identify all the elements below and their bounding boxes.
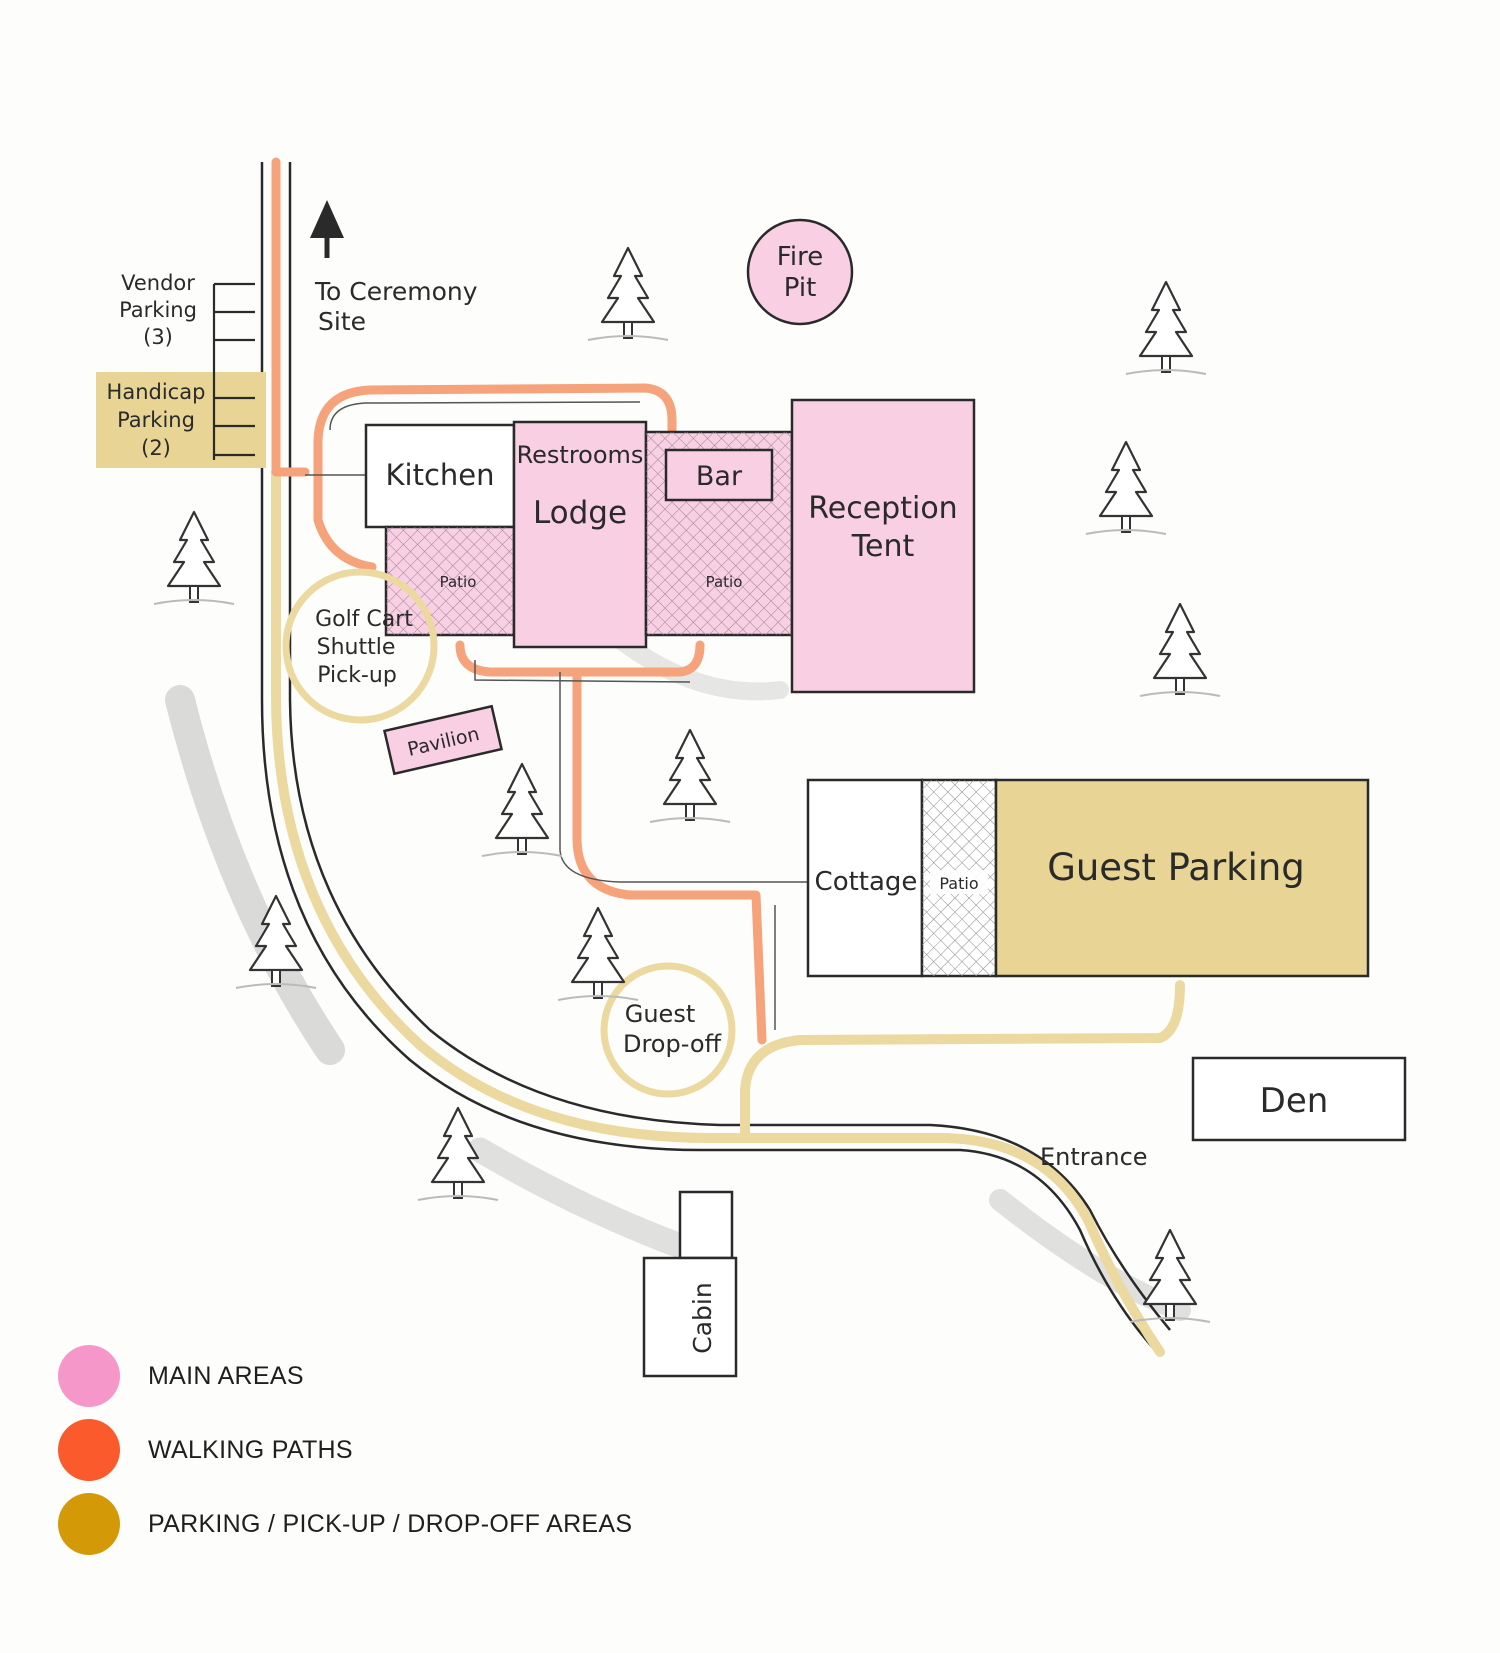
pine-tree-icon [1084, 440, 1168, 536]
guest-dropoff-label-2: Drop-off [623, 1030, 722, 1058]
entrance-label: Entrance [1040, 1143, 1148, 1171]
walkway-outlines [305, 401, 808, 1030]
pine-tree-icon [1124, 280, 1208, 376]
pine-tree-icon [152, 510, 236, 606]
cabin: Cabin [642, 1190, 738, 1378]
road-path [271, 467, 1185, 1357]
walking-paths [271, 157, 767, 1045]
lodge: Restrooms Lodge [512, 420, 648, 649]
golf-cart-label-2: Shuttle [317, 635, 396, 660]
fire-pit-label-2: Pit [784, 273, 817, 303]
guest-dropoff-label: Guest [625, 1000, 696, 1028]
bar: Bar [664, 448, 774, 502]
lodge-label: Lodge [533, 495, 627, 531]
arrow-up-icon [310, 200, 344, 258]
vendor-parking-area: Vendor Parking (3) [119, 271, 255, 372]
golf-cart-pickup: Golf Cart Shuttle Pick-up [282, 568, 438, 724]
guest-parking-label: Guest Parking [1047, 846, 1305, 889]
handicap-parking-count: (2) [141, 436, 171, 460]
kitchen: Kitchen [364, 423, 516, 529]
den: Den [1191, 1056, 1407, 1142]
golf-cart-label-3: Pick-up [317, 663, 397, 688]
reception-tent: Reception Tent [790, 398, 976, 694]
fire-pit: Fire Pit [746, 218, 854, 326]
vendor-parking-count: (3) [143, 325, 173, 349]
cottage-label: Cottage [815, 867, 918, 897]
pavilion: Pavilion [382, 704, 504, 776]
handicap-parking-area: Handicap Parking (2) [96, 372, 266, 468]
handicap-parking-label: Handicap [107, 380, 206, 404]
reception-tent-label-2: Tent [851, 529, 915, 564]
pine-tree-icon [1128, 1228, 1212, 1324]
main-road [260, 162, 1171, 1351]
vendor-parking-label-2: Parking [119, 298, 197, 322]
kitchen-label: Kitchen [386, 458, 495, 492]
fire-pit-label: Fire [777, 242, 823, 272]
pine-tree-icon [648, 728, 732, 824]
den-label: Den [1260, 1081, 1329, 1121]
handicap-parking-label-2: Parking [117, 408, 195, 432]
cabin-label: Cabin [688, 1282, 717, 1353]
guest-dropoff: Guest Drop-off [600, 962, 736, 1098]
cottage: Cottage [806, 778, 924, 978]
to-ceremony-label: To Ceremony [314, 277, 478, 306]
patio-cottage: Patio [920, 778, 998, 978]
guest-parking: Guest Parking [994, 778, 1370, 978]
pine-tree-icon [586, 246, 670, 342]
pine-tree-icon [480, 762, 564, 858]
bar-label: Bar [696, 461, 743, 492]
pine-tree-icon [1138, 602, 1222, 698]
to-ceremony-label-2: Site [318, 307, 366, 336]
reception-tent-label: Reception [808, 491, 957, 526]
vendor-parking-label: Vendor [121, 271, 195, 295]
patio-cottage-label: Patio [939, 874, 978, 893]
patio-mid-label: Patio [706, 573, 743, 591]
golf-cart-label: Golf Cart [315, 607, 413, 632]
restrooms-label: Restrooms [517, 441, 644, 469]
patio-left: Patio [384, 525, 516, 637]
patio-left-label: Patio [440, 573, 477, 591]
